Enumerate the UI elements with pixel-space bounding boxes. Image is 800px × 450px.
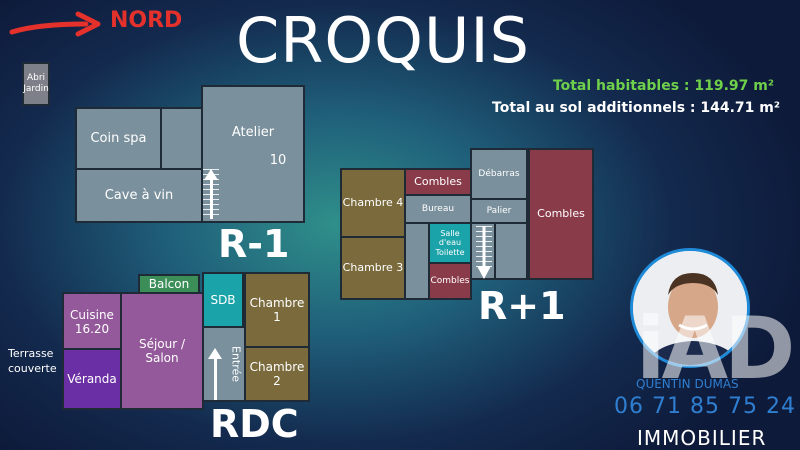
room-label: Chambre 2 <box>249 359 305 388</box>
terrasse-label: Terrasse couverte <box>8 347 57 375</box>
room-label: Combles <box>430 275 470 286</box>
agent-name: QUENTIN DUMAS <box>636 377 739 391</box>
room-entree: Entrée <box>202 326 246 402</box>
room-chambre1: Chambre 1 <box>244 272 310 348</box>
person-icon <box>633 251 747 365</box>
room-sdb: SDB <box>202 272 244 328</box>
room-label: Cave à vin <box>104 187 174 203</box>
room-bureau: Bureau <box>404 194 472 224</box>
room-cave: Cave à vin <box>75 168 203 223</box>
room-label: Débarras <box>478 168 520 179</box>
room-label: Cuisine 16.20 <box>70 307 114 336</box>
agent-phone: 06 71 85 75 24 <box>614 394 796 419</box>
room-hall-left <box>404 222 430 300</box>
agent-avatar <box>630 248 750 368</box>
room-combles-small: Combles <box>428 262 472 300</box>
room-salle-eau: Salle d'eau Toilette <box>428 222 472 264</box>
room-label: Atelier <box>231 125 275 140</box>
room-back <box>494 222 528 280</box>
room-number: 10 <box>269 152 287 168</box>
room-label: Séjour / Salon <box>138 336 186 365</box>
room-label: Combles <box>537 207 585 221</box>
room-chambre3: Chambre 3 <box>340 236 406 300</box>
room-label: Abri Jardin <box>23 73 49 94</box>
level-label-r-plus-1: R+1 <box>478 284 566 328</box>
room-label: SDB <box>210 292 236 307</box>
brand-logo: iAD <box>636 299 795 399</box>
room-abri-jardin: Abri Jardin <box>22 62 50 106</box>
plan-r-1: Coin spa Atelier 10 Cave à vin <box>75 85 305 223</box>
room-label: Salle d'eau Toilette <box>435 228 465 257</box>
room-label: Chambre 3 <box>342 261 404 275</box>
room-label: Combles <box>414 175 462 189</box>
brand-sub: IMMOBILIER <box>637 426 767 450</box>
room-label: Palier <box>486 205 512 216</box>
total-habitables: Total habitables : 119.97 m² <box>552 78 774 94</box>
room-label: Véranda <box>67 371 117 386</box>
room-chambre2: Chambre 2 <box>244 346 310 402</box>
entry-arrow-icon <box>208 348 222 400</box>
page-title: CROQUIS <box>236 4 530 77</box>
north-label: NORD <box>110 8 183 33</box>
stairs-arrow-icon <box>204 169 218 219</box>
room-label: Bureau <box>421 203 455 214</box>
room-label: Balcon <box>148 276 190 291</box>
room-combles-top: Combles <box>404 168 472 196</box>
room-balcon: Balcon <box>138 274 200 294</box>
level-label-r-1: R-1 <box>218 222 290 266</box>
room-combles-right: Combles <box>528 148 594 280</box>
room-cuisine: Cuisine 16.20 <box>62 292 122 352</box>
room-corridor <box>160 107 203 170</box>
room-coin-spa: Coin spa <box>75 107 162 170</box>
level-label-rdc: RDC <box>210 402 299 446</box>
room-label: Chambre 1 <box>249 295 305 324</box>
stairs-down-arrow-icon <box>477 226 491 279</box>
room-sejour: Séjour / Salon <box>120 292 204 410</box>
room-debarras: Débarras <box>470 148 528 200</box>
room-label: Chambre 4 <box>342 196 404 210</box>
room-chambre4: Chambre 4 <box>340 168 406 238</box>
room-label: Entrée <box>229 345 243 383</box>
room-label: Coin spa <box>90 130 147 146</box>
total-sol: Total au sol additionnels : 144.71 m² <box>492 100 780 116</box>
room-veranda: Véranda <box>62 348 122 410</box>
north-arrow-icon <box>9 11 101 37</box>
room-palier: Palier <box>470 198 528 224</box>
